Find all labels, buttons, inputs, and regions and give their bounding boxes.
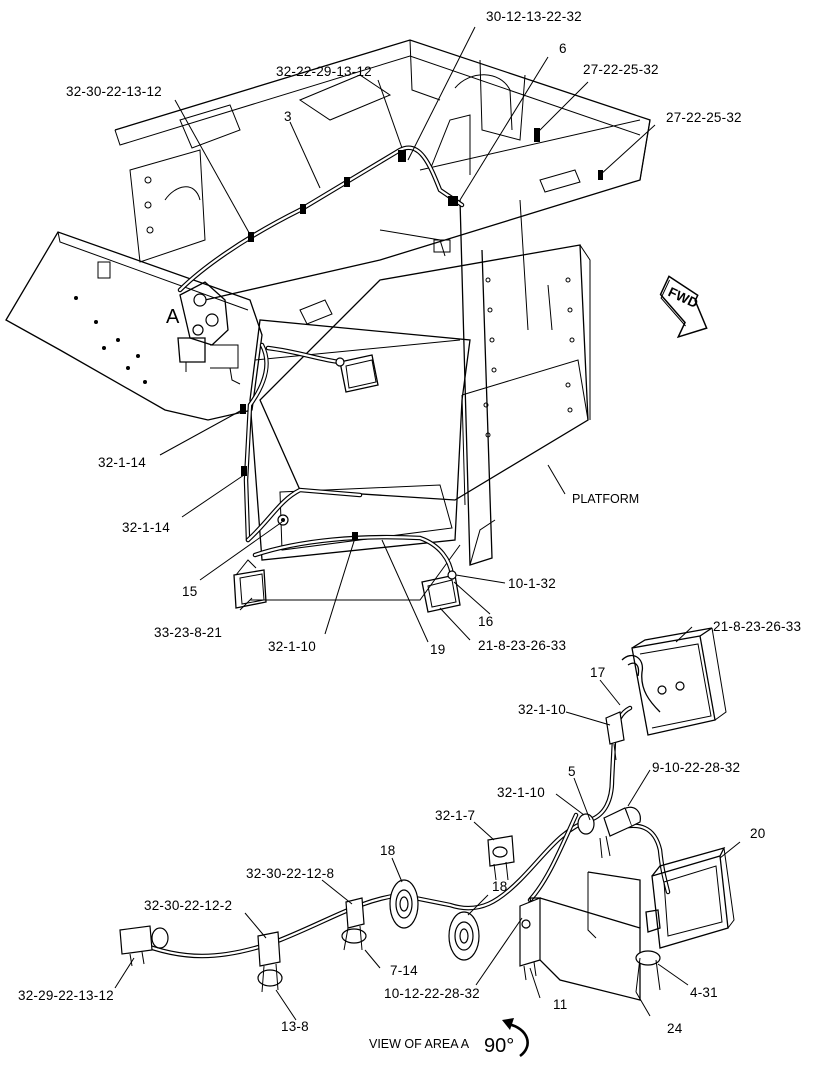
rotate-icon	[502, 1018, 529, 1058]
label-18-b: 18	[492, 879, 507, 894]
label-platform: PLATFORM	[572, 492, 639, 506]
leader-lines	[114, 26, 741, 1021]
frame-top-rail	[114, 39, 651, 301]
label-10-1-32: 10-1-32	[508, 576, 556, 591]
label-32-1-10-c: 32-1-10	[497, 785, 545, 800]
label-9-10-22-28-32: 9-10-22-28-32	[652, 760, 740, 775]
label-3: 3	[284, 109, 292, 124]
label-24: 24	[667, 1021, 683, 1036]
label-32-1-10-a: 32-1-10	[268, 639, 316, 654]
platform	[259, 244, 589, 501]
label-27-22-25-32-b: 27-22-25-32	[666, 110, 742, 125]
label-10-12-22-28-32: 10-12-22-28-32	[384, 986, 480, 1001]
label-32-1-14-b: 32-1-14	[122, 520, 170, 535]
left-fender	[5, 231, 263, 421]
label-16: 16	[478, 614, 493, 629]
label-4-31: 4-31	[690, 985, 718, 1000]
upper-lamps	[233, 354, 461, 613]
detail-view-a	[119, 627, 735, 1058]
label-21-8-23-26-33-b: 21-8-23-26-33	[478, 638, 566, 653]
label-32-30-22-13-12: 32-30-22-13-12	[66, 84, 162, 99]
label-a: A	[166, 306, 180, 328]
lamp-20	[635, 846, 735, 993]
grommet-18b	[448, 911, 480, 961]
connector-detail	[577, 806, 641, 859]
label-32-22-29-13-12: 32-22-29-13-12	[276, 64, 372, 79]
view-caption: VIEW OF AREA A	[369, 1037, 470, 1051]
label-11: 11	[553, 997, 567, 1012]
label-21-8-23-26-33-a: 21-8-23-26-33	[713, 619, 801, 634]
upper-frame-assembly	[5, 39, 651, 601]
label-32-1-14-a: 32-1-14	[98, 455, 146, 470]
clamp-32-30-22-12-8	[341, 897, 367, 951]
label-20: 20	[750, 826, 765, 841]
label-32-30-22-12-2: 32-30-22-12-2	[144, 898, 232, 913]
label-13-8: 13-8	[281, 1019, 309, 1034]
label-5: 5	[568, 764, 576, 779]
label-32-1-10-b: 32-1-10	[518, 702, 566, 717]
platform-holes	[483, 277, 575, 438]
label-18-a: 18	[380, 843, 395, 858]
label-32-1-7: 32-1-7	[435, 808, 475, 823]
label-15: 15	[182, 584, 197, 599]
upper-harness	[177, 128, 603, 578]
label-32-30-22-12-8: 32-30-22-12-8	[246, 866, 334, 881]
label-33-23-8-21: 33-23-8-21	[154, 625, 222, 640]
clip-32-1-7	[487, 835, 515, 881]
label-32-29-22-13-12: 32-29-22-13-12	[18, 988, 114, 1003]
vertical-post	[459, 199, 493, 566]
label-17: 17	[590, 665, 605, 680]
rotation-label: 90°	[484, 1035, 514, 1057]
lower-housing	[249, 319, 471, 561]
label-6: 6	[559, 41, 567, 56]
callout-labels: 30-12-13-22-32 6 32-22-29-13-12 27-22-25…	[18, 9, 801, 1057]
label-19: 19	[430, 642, 445, 657]
fwd-arrow-icon	[659, 275, 708, 339]
label-27-22-25-32-a: 27-22-25-32	[583, 62, 659, 77]
label-30-12-13-22-32: 30-12-13-22-32	[486, 9, 582, 24]
connector-cluster-a	[177, 281, 241, 385]
connector-end-left	[119, 925, 169, 967]
lamp-bracket-24	[519, 871, 641, 1001]
fender-bolts	[74, 296, 147, 384]
clamp-32-30-22-12-2	[257, 931, 283, 993]
label-7-14: 7-14	[390, 963, 418, 978]
grommet-18a	[389, 879, 419, 929]
lamp-upper-detail	[621, 627, 727, 736]
